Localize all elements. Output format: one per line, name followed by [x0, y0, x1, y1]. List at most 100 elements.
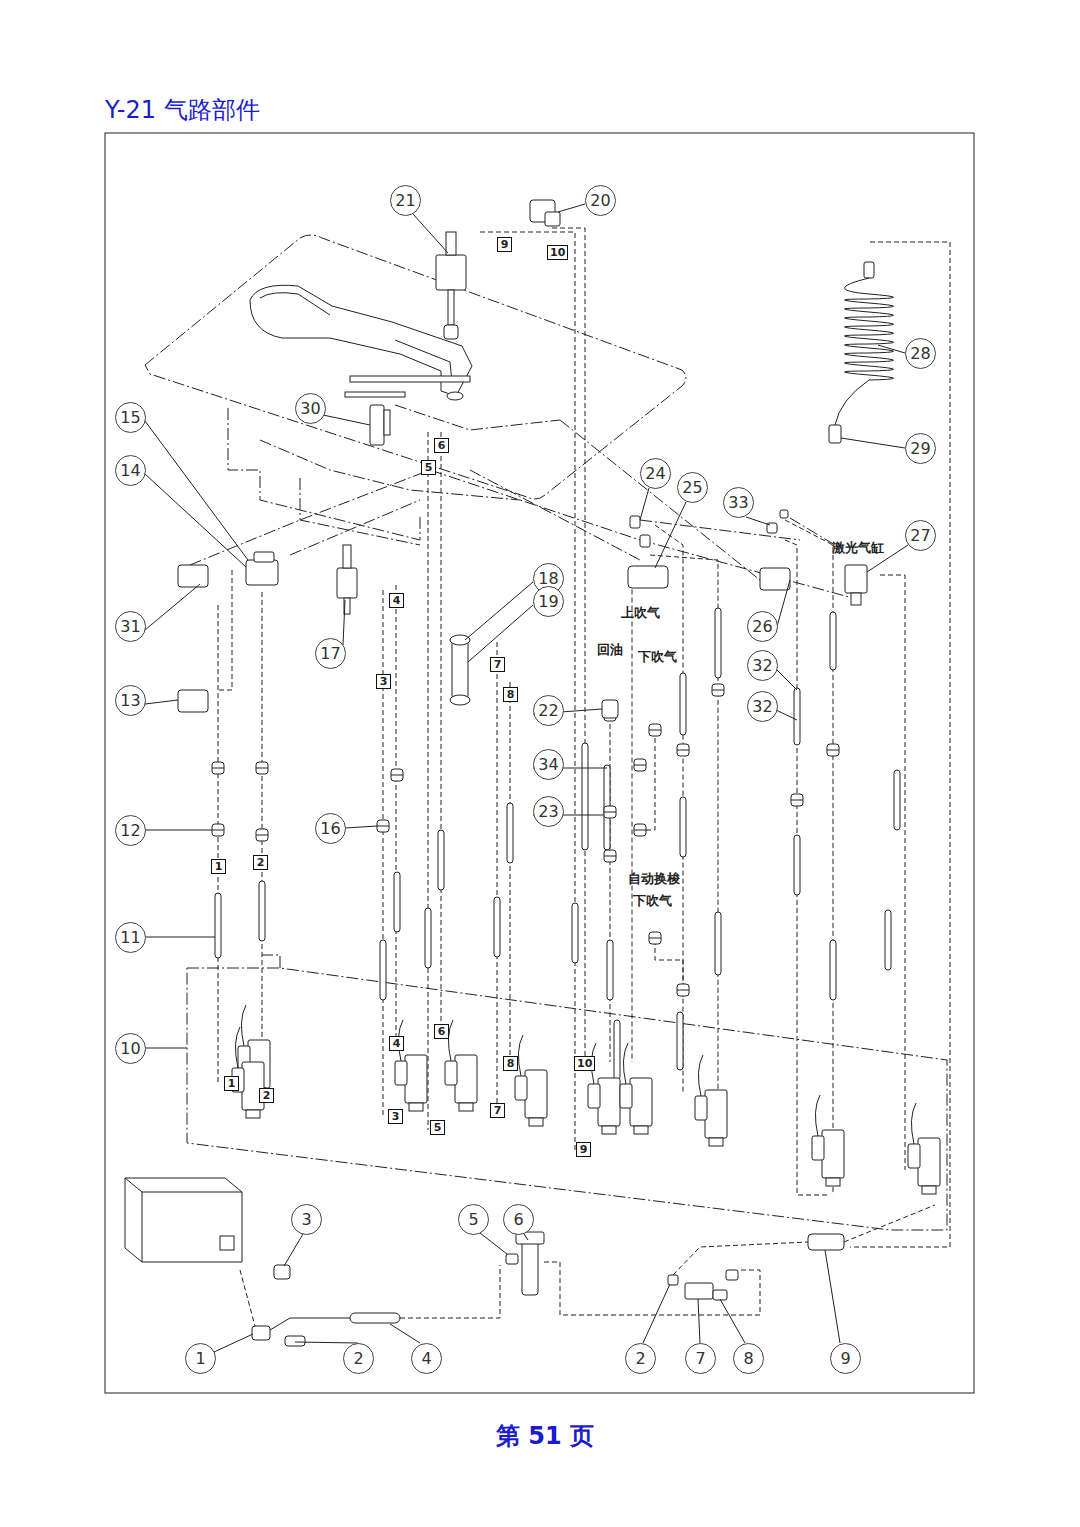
callout-number: 14 — [115, 455, 146, 486]
leader-line — [323, 415, 370, 425]
solenoid-coil — [620, 1084, 632, 1108]
cabinet-outline — [260, 440, 520, 500]
valve-base — [409, 1103, 423, 1111]
fitting-3 — [274, 1265, 290, 1279]
cylinder-rod — [343, 545, 351, 568]
air-tube — [785, 520, 833, 1195]
fitting-detail — [649, 730, 661, 731]
control-box — [142, 1192, 143, 1262]
fitting — [677, 984, 689, 996]
leader-line — [465, 582, 533, 640]
annotation-text: 下吹气 — [638, 648, 677, 666]
valve-wire — [815, 1095, 820, 1136]
callout-number: 9 — [830, 1343, 861, 1374]
tube-segment — [680, 797, 686, 857]
callout-number: 6 — [503, 1204, 534, 1235]
air-tube — [880, 575, 905, 1170]
leader-line — [145, 584, 200, 630]
tube-number: 5 — [430, 1120, 445, 1135]
callout-number: 15 — [115, 402, 146, 433]
valve-group-outline — [262, 955, 280, 968]
tube-number: 5 — [421, 460, 436, 475]
cylinder-21 — [436, 255, 466, 290]
solenoid-valve — [455, 1055, 477, 1103]
fitting-detail — [677, 750, 689, 751]
callout-number: 20 — [585, 185, 616, 216]
leader-line — [284, 1234, 303, 1266]
leader-line — [776, 710, 797, 720]
fitting-1 — [252, 1326, 270, 1340]
fitting — [212, 762, 224, 774]
solenoid-coil — [395, 1061, 407, 1085]
valve-base — [634, 1126, 648, 1134]
tube-number: 4 — [389, 1036, 404, 1051]
tube-number: 1 — [224, 1076, 239, 1091]
tube-number: 7 — [490, 1103, 505, 1118]
tube-number: 2 — [259, 1088, 274, 1103]
tube-number: 3 — [388, 1109, 403, 1124]
fitting — [604, 806, 616, 818]
air-tube — [844, 1205, 935, 1242]
table-edge — [395, 405, 560, 430]
leader-line — [558, 204, 585, 212]
solenoid-coil — [812, 1136, 824, 1160]
fitting — [712, 684, 724, 696]
cylinder-cap — [450, 695, 470, 705]
leader-line — [643, 1284, 670, 1343]
callout-number: 23 — [533, 796, 564, 827]
air-tube — [850, 242, 950, 1247]
cylinder-cap — [450, 635, 470, 645]
solenoid-coil — [695, 1096, 707, 1120]
callout-number: 4 — [411, 1343, 442, 1374]
fitting-detail — [677, 990, 689, 991]
valve-15 — [246, 560, 278, 585]
valve-13 — [178, 690, 208, 712]
callout-number: 26 — [747, 611, 778, 642]
valve-26 — [760, 568, 790, 590]
air-tube — [441, 432, 442, 1033]
fitting-detail — [649, 938, 661, 939]
air-tube — [610, 700, 611, 1062]
annotation-text: 激光气缸 — [832, 539, 884, 557]
leader-line — [468, 605, 533, 662]
link-line — [430, 470, 860, 600]
air-tube — [632, 570, 640, 1062]
callout-number: 12 — [115, 815, 146, 846]
fitting-detail — [212, 768, 224, 769]
fitting — [634, 759, 646, 771]
fitting-24 — [640, 535, 650, 547]
annotation-text: 下吹气 — [633, 892, 672, 910]
bed-rail — [350, 376, 470, 382]
leader-line — [776, 580, 790, 630]
air-tube — [396, 585, 397, 1045]
callout-number: 34 — [533, 749, 564, 780]
cabinet-outline — [228, 408, 420, 540]
tube-segment — [830, 612, 836, 670]
frame-border — [105, 133, 974, 1393]
fitting-24 — [630, 516, 640, 528]
tube-number: 9 — [497, 237, 512, 252]
tube-segment — [507, 803, 513, 863]
tube-number: 8 — [503, 687, 518, 702]
tube-number: 8 — [503, 1056, 518, 1071]
tube-number: 9 — [576, 1142, 591, 1157]
fitting — [377, 820, 389, 832]
valve-wire — [235, 1027, 240, 1068]
cylinder-25 — [628, 566, 668, 588]
link-line — [640, 520, 800, 540]
leader-line — [640, 488, 649, 520]
callout-number: 7 — [685, 1343, 716, 1374]
tube-number: 6 — [434, 1024, 449, 1039]
tube-segment — [215, 893, 221, 958]
page-title: Y-21 气路部件 — [105, 94, 260, 126]
fitting — [256, 829, 268, 841]
callout-number: 28 — [905, 338, 936, 369]
manifold-7 — [685, 1283, 713, 1299]
air-tube — [785, 540, 828, 1195]
valve-base — [922, 1186, 936, 1194]
fitting-detail — [256, 768, 268, 769]
valve-wire — [448, 1020, 453, 1061]
tube-segment — [394, 872, 400, 932]
fitting — [649, 724, 661, 736]
cylinder-27 — [845, 565, 867, 593]
